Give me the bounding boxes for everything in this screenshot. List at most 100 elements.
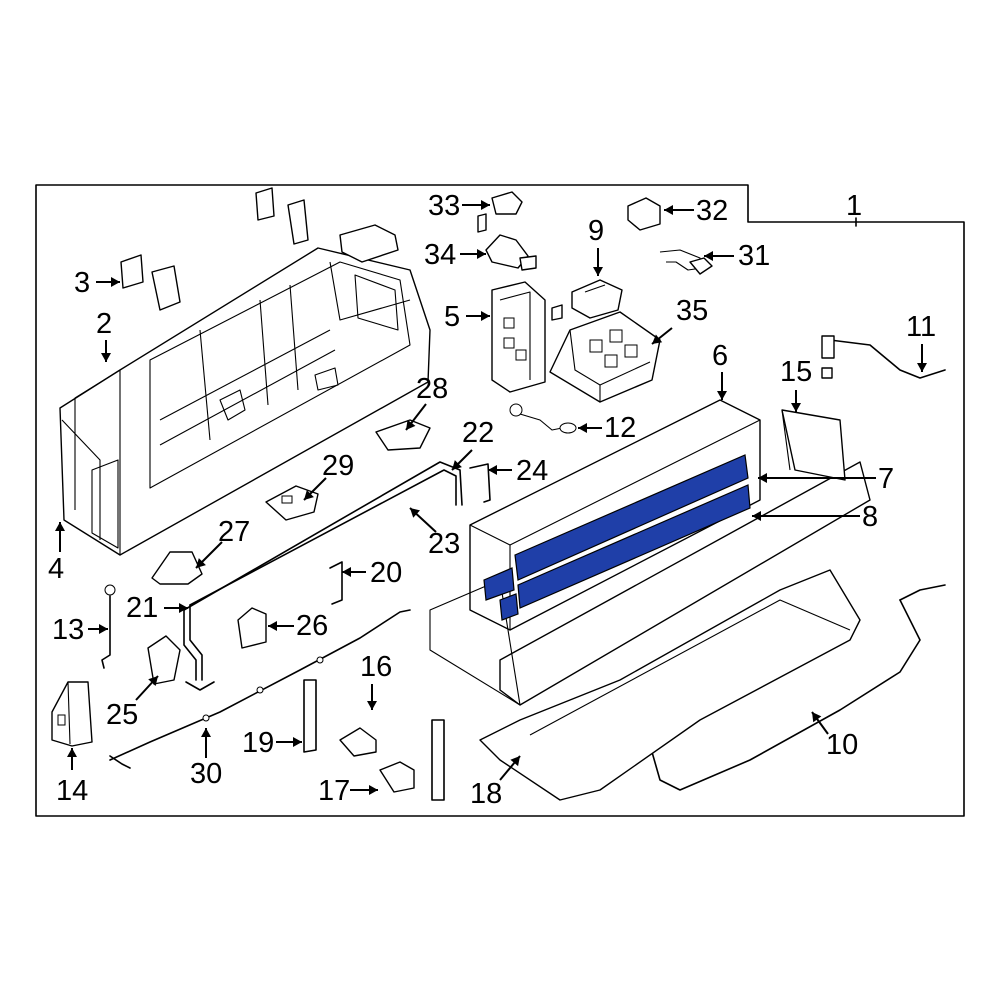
callout-17: 17 — [318, 775, 378, 807]
callout-14: 14 — [56, 748, 88, 807]
callout-15: 15 — [780, 356, 812, 412]
callout-arrowhead — [717, 391, 727, 400]
callout-number: 35 — [676, 295, 708, 327]
callout-number: 32 — [696, 195, 728, 227]
callout-number: 4 — [48, 553, 64, 585]
callout-24: 24 — [488, 455, 548, 487]
callout-arrowhead — [481, 200, 490, 210]
callout-32: 32 — [664, 195, 728, 227]
callout-number: 1 — [846, 190, 862, 222]
callout-arrowhead — [452, 460, 462, 470]
bracket-25 — [147, 635, 181, 685]
callout-number: 8 — [862, 501, 878, 533]
end-bracket-15 — [781, 409, 846, 481]
callout-arrowhead — [593, 267, 603, 276]
callout-number: 30 — [190, 758, 222, 790]
callout-number: 7 — [878, 463, 894, 495]
ground-cable-12 — [509, 403, 577, 434]
callout-31: 31 — [704, 240, 770, 272]
callout-number: 16 — [360, 651, 392, 683]
callout-number: 2 — [96, 308, 112, 340]
callout-arrowhead — [268, 621, 277, 631]
bracket-31 — [659, 249, 713, 275]
callout-27: 27 — [195, 516, 250, 569]
callout-number: 28 — [416, 373, 448, 405]
callout-number: 19 — [242, 727, 274, 759]
callout-25: 25 — [106, 675, 159, 731]
callout-arrowhead — [917, 363, 927, 372]
harness-11 — [821, 335, 946, 379]
callout-arrowhead — [148, 676, 158, 687]
callout-3: 3 — [74, 267, 120, 299]
rails-21-22-23 — [183, 461, 463, 691]
callout-arrowhead — [99, 624, 108, 634]
callout-5: 5 — [444, 301, 490, 333]
callout-arrowhead — [342, 567, 351, 577]
callout-arrowhead — [410, 508, 421, 518]
callout-arrowhead — [201, 728, 211, 737]
callout-number: 26 — [296, 610, 328, 642]
callout-29: 29 — [303, 450, 354, 501]
callout-7: 7 — [758, 463, 894, 495]
callout-number: 13 — [52, 614, 84, 646]
upper-cover — [59, 247, 431, 556]
callout-20: 20 — [342, 557, 402, 589]
clip-20 — [329, 561, 343, 605]
callout-number: 17 — [318, 775, 350, 807]
callout-number: 12 — [604, 412, 636, 444]
callout-number: 34 — [424, 239, 456, 271]
controller-35 — [549, 311, 661, 403]
callout-18: 18 — [470, 755, 521, 810]
callout-number: 21 — [126, 592, 158, 624]
callout-13: 13 — [52, 614, 108, 646]
callout-number: 31 — [738, 240, 770, 272]
cable-13 — [101, 584, 116, 669]
assembly-frame — [35, 184, 965, 817]
callout-8: 8 — [752, 501, 878, 533]
shield-27 — [151, 551, 203, 585]
callout-number: 33 — [428, 190, 460, 222]
callout-arrowhead — [293, 737, 302, 747]
callout-12: 12 — [578, 412, 636, 444]
callout-number: 5 — [444, 301, 460, 333]
callout-arrowhead — [652, 334, 663, 344]
callout-number: 20 — [370, 557, 402, 589]
callout-arrowhead — [664, 205, 673, 215]
callout-arrowhead — [55, 522, 65, 531]
callout-arrowhead — [179, 603, 188, 613]
callout-arrowhead — [752, 511, 761, 521]
hose-16 — [339, 727, 377, 757]
callout-19: 19 — [242, 727, 302, 759]
callout-2: 2 — [96, 308, 112, 362]
callout-number: 15 — [780, 356, 812, 388]
seal-strips — [120, 187, 399, 311]
callout-arrowhead — [488, 465, 497, 475]
hose-19 — [303, 679, 317, 753]
callout-number: 11 — [906, 311, 936, 343]
bracket-28 — [375, 419, 431, 451]
callout-arrowhead — [304, 490, 314, 500]
sensor-34 — [485, 234, 537, 271]
callout-28: 28 — [405, 373, 448, 431]
callout-4: 4 — [48, 522, 65, 585]
callout-number: 18 — [470, 778, 502, 810]
callout-number: 10 — [826, 729, 858, 761]
switch-32 — [627, 197, 661, 231]
harness-30 — [109, 609, 411, 769]
bracket-29 — [265, 485, 319, 521]
lower-cover-18 — [479, 569, 861, 801]
callout-1: 1 — [846, 190, 862, 222]
bracket-24 — [469, 463, 491, 503]
callout-11: 11 — [906, 311, 936, 372]
callout-arrowhead — [369, 785, 378, 795]
callout-arrowhead — [67, 748, 77, 757]
callout-arrowhead — [812, 712, 822, 723]
callout-arrowhead — [510, 756, 520, 767]
callout-number: 3 — [74, 267, 90, 299]
callout-number: 25 — [106, 699, 138, 731]
callout-35: 35 — [651, 295, 708, 345]
callout-arrowhead — [101, 353, 111, 362]
callout-9: 9 — [588, 215, 604, 276]
callout-33: 33 — [428, 190, 490, 222]
